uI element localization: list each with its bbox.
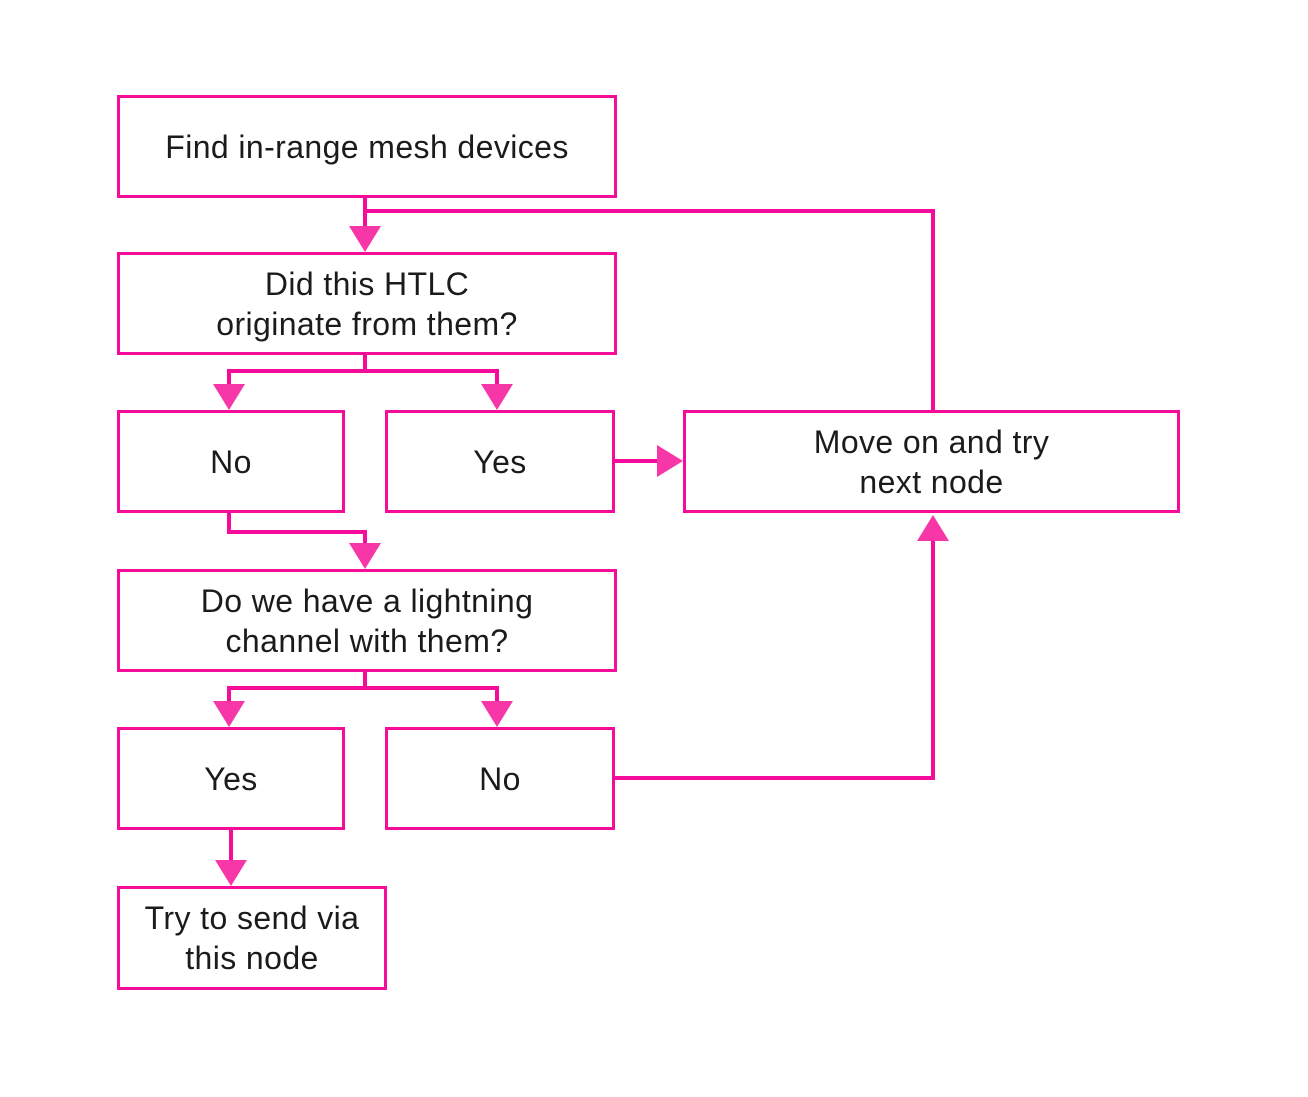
- node-find-devices: Find in-range mesh devices: [117, 95, 617, 198]
- arrowhead-into-move-on-bottom-icon: [917, 515, 949, 541]
- edge-no-down: [227, 513, 231, 534]
- edge-channel-no-up: [931, 539, 935, 780]
- edge-originate-stub: [363, 355, 367, 373]
- node-channel-yes: Yes: [117, 727, 345, 830]
- edge-no-across: [227, 530, 367, 534]
- edge-originate-yes-stub: [495, 369, 499, 389]
- arrowhead-into-try-send-icon: [215, 860, 247, 886]
- node-originate-no: No: [117, 410, 345, 513]
- edge-find-to-originate: [363, 198, 367, 230]
- arrowhead-into-originate-yes-icon: [481, 384, 513, 410]
- arrowhead-into-channel-icon: [349, 543, 381, 569]
- arrowhead-into-move-on-icon: [657, 445, 683, 477]
- edge-channel-stub: [363, 672, 367, 690]
- edge-channel-split: [227, 686, 499, 690]
- edge-no-to-channel: [363, 530, 367, 546]
- node-htlc-originate: Did this HTLC originate from them?: [117, 252, 617, 355]
- arrowhead-into-channel-no-icon: [481, 701, 513, 727]
- node-originate-yes: Yes: [385, 410, 615, 513]
- edge-feedback-vertical: [931, 209, 935, 410]
- edge-channel-no-across: [615, 776, 935, 780]
- edge-yes-to-send: [229, 830, 233, 862]
- arrowhead-into-channel-yes-icon: [213, 701, 245, 727]
- arrowhead-into-originate-no-icon: [213, 384, 245, 410]
- edge-yes-to-move-on: [615, 459, 659, 463]
- node-lightning-channel: Do we have a lightning channel with them…: [117, 569, 617, 672]
- edge-originate-split: [227, 369, 499, 373]
- edge-feedback-horizontal: [363, 209, 935, 213]
- edge-channel-no-stub: [495, 686, 499, 706]
- node-move-on-next: Move on and try next node: [683, 410, 1180, 513]
- node-try-send: Try to send via this node: [117, 886, 387, 990]
- arrowhead-into-originate-icon: [349, 226, 381, 252]
- edge-channel-yes-stub: [227, 686, 231, 706]
- node-channel-no: No: [385, 727, 615, 830]
- edge-originate-no-stub: [227, 369, 231, 389]
